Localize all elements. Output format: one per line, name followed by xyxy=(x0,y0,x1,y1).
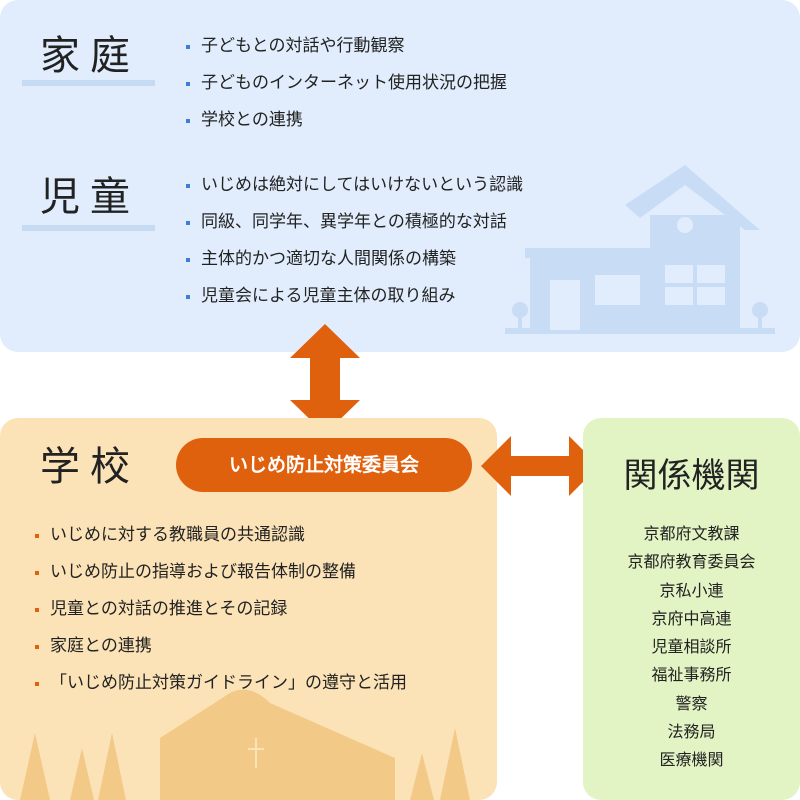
list-item: 主体的かつ適切な人間関係の構築 xyxy=(186,241,523,278)
home-list: 子どもとの対話や行動観察 子どものインターネット使用状況の把握 学校との連携 xyxy=(186,28,507,139)
list-item: 京都府教育委員会 xyxy=(627,552,756,572)
list-item: 児童会による児童主体の取り組み xyxy=(186,278,523,315)
list-item: 警察 xyxy=(675,693,708,713)
list-item: 京私小連 xyxy=(659,580,724,600)
list-item: いじめに対する教職員の共通認識 xyxy=(35,517,407,554)
students-list: いじめは絶対にしてはいけないという認識 同級、同学年、異学年との積極的な対話 主… xyxy=(186,167,523,315)
list-item: 同級、同学年、異学年との積極的な対話 xyxy=(186,204,523,241)
school-building-illustration xyxy=(20,689,470,800)
vertical-double-arrow-icon xyxy=(290,324,360,434)
agencies-panel: 関係機関 京都府文教課 京都府教育委員会 京私小連 京府中高連 児童相談所 福祉… xyxy=(583,418,800,800)
students-heading: 児童 xyxy=(40,174,140,220)
list-item: 「いじめ防止対策ガイドライン」の遵守と活用 xyxy=(35,665,407,702)
house-illustration xyxy=(505,165,775,334)
horizontal-double-arrow-icon xyxy=(481,436,599,496)
home-heading: 家庭 xyxy=(40,33,140,79)
list-item: 医療機関 xyxy=(659,750,724,770)
school-heading: 学校 xyxy=(40,444,140,490)
school-panel: 学校 いじめ防止対策委員会 いじめに対する教職員の共通認識 いじめ防止の指導およ… xyxy=(0,418,497,800)
list-item: 福祉事務所 xyxy=(651,665,732,685)
list-item: 京府中高連 xyxy=(651,608,732,628)
list-item: いじめは絶対にしてはいけないという認識 xyxy=(186,167,523,204)
list-item: 家庭との連携 xyxy=(35,628,407,665)
list-item: いじめ防止の指導および報告体制の整備 xyxy=(35,554,407,591)
agencies-list: 京都府文教課 京都府教育委員会 京私小連 京府中高連 児童相談所 福祉事務所 警… xyxy=(583,520,800,775)
committee-badge: いじめ防止対策委員会 xyxy=(176,438,472,492)
students-underline xyxy=(22,225,155,231)
home-students-panel: 家庭 子どもとの対話や行動観察 子どものインターネット使用状況の把握 学校との連… xyxy=(0,0,800,352)
list-item: 京都府文教課 xyxy=(643,524,740,543)
agencies-heading: 関係機関 xyxy=(623,456,760,496)
list-item: 子どものインターネット使用状況の把握 xyxy=(186,65,507,102)
list-item: 学校との連携 xyxy=(186,102,507,139)
list-item: 子どもとの対話や行動観察 xyxy=(186,28,507,65)
list-item: 法務局 xyxy=(667,722,716,742)
home-underline xyxy=(22,80,155,86)
list-item: 児童との対話の推進とその記録 xyxy=(35,591,407,628)
list-item: 児童相談所 xyxy=(651,637,732,657)
school-list: いじめに対する教職員の共通認識 いじめ防止の指導および報告体制の整備 児童との対… xyxy=(35,517,407,702)
